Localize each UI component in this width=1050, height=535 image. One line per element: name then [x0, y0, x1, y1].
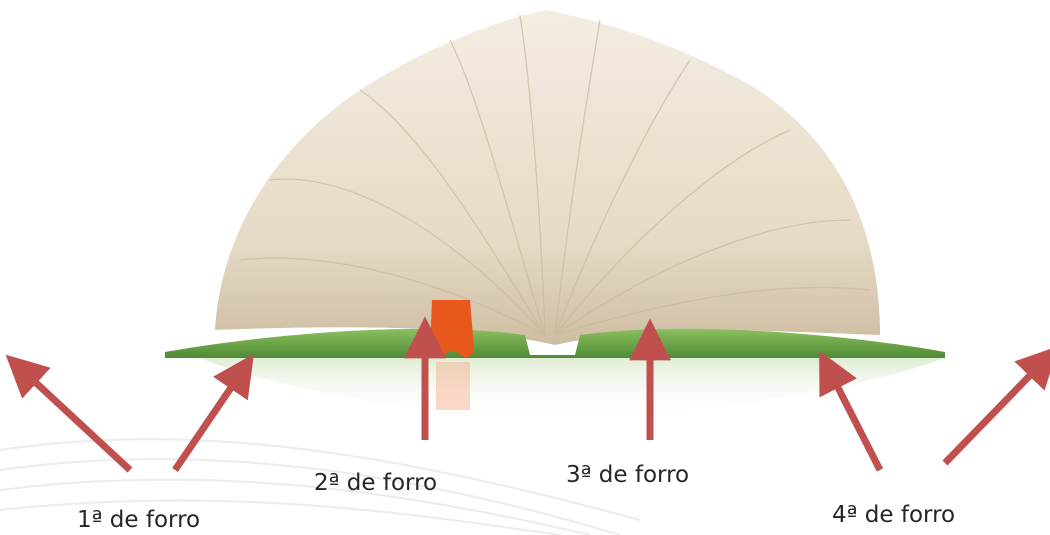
book-reflection	[200, 358, 945, 420]
arrow-fourth-left	[819, 350, 884, 472]
page-lines	[239, 14, 871, 336]
bookmark-ribbon	[430, 300, 474, 358]
label-fourth-lining: 4ª de forro	[832, 502, 956, 528]
arrow-fourth-right	[942, 345, 1050, 466]
label-second-lining: 2ª de forro	[314, 470, 438, 496]
arrow-first-left	[5, 354, 133, 473]
label-first-lining: 1ª de forro	[77, 507, 201, 533]
arrow-first-right	[172, 353, 255, 472]
annotation-arrows	[5, 316, 1050, 473]
bookmark-ribbon-reflection	[436, 362, 470, 410]
book-cover	[165, 328, 945, 358]
background-swoosh	[0, 438, 641, 535]
book-pages-fan	[215, 10, 880, 345]
label-third-lining: 3ª de forro	[566, 462, 690, 488]
open-book-illustration	[165, 10, 945, 410]
